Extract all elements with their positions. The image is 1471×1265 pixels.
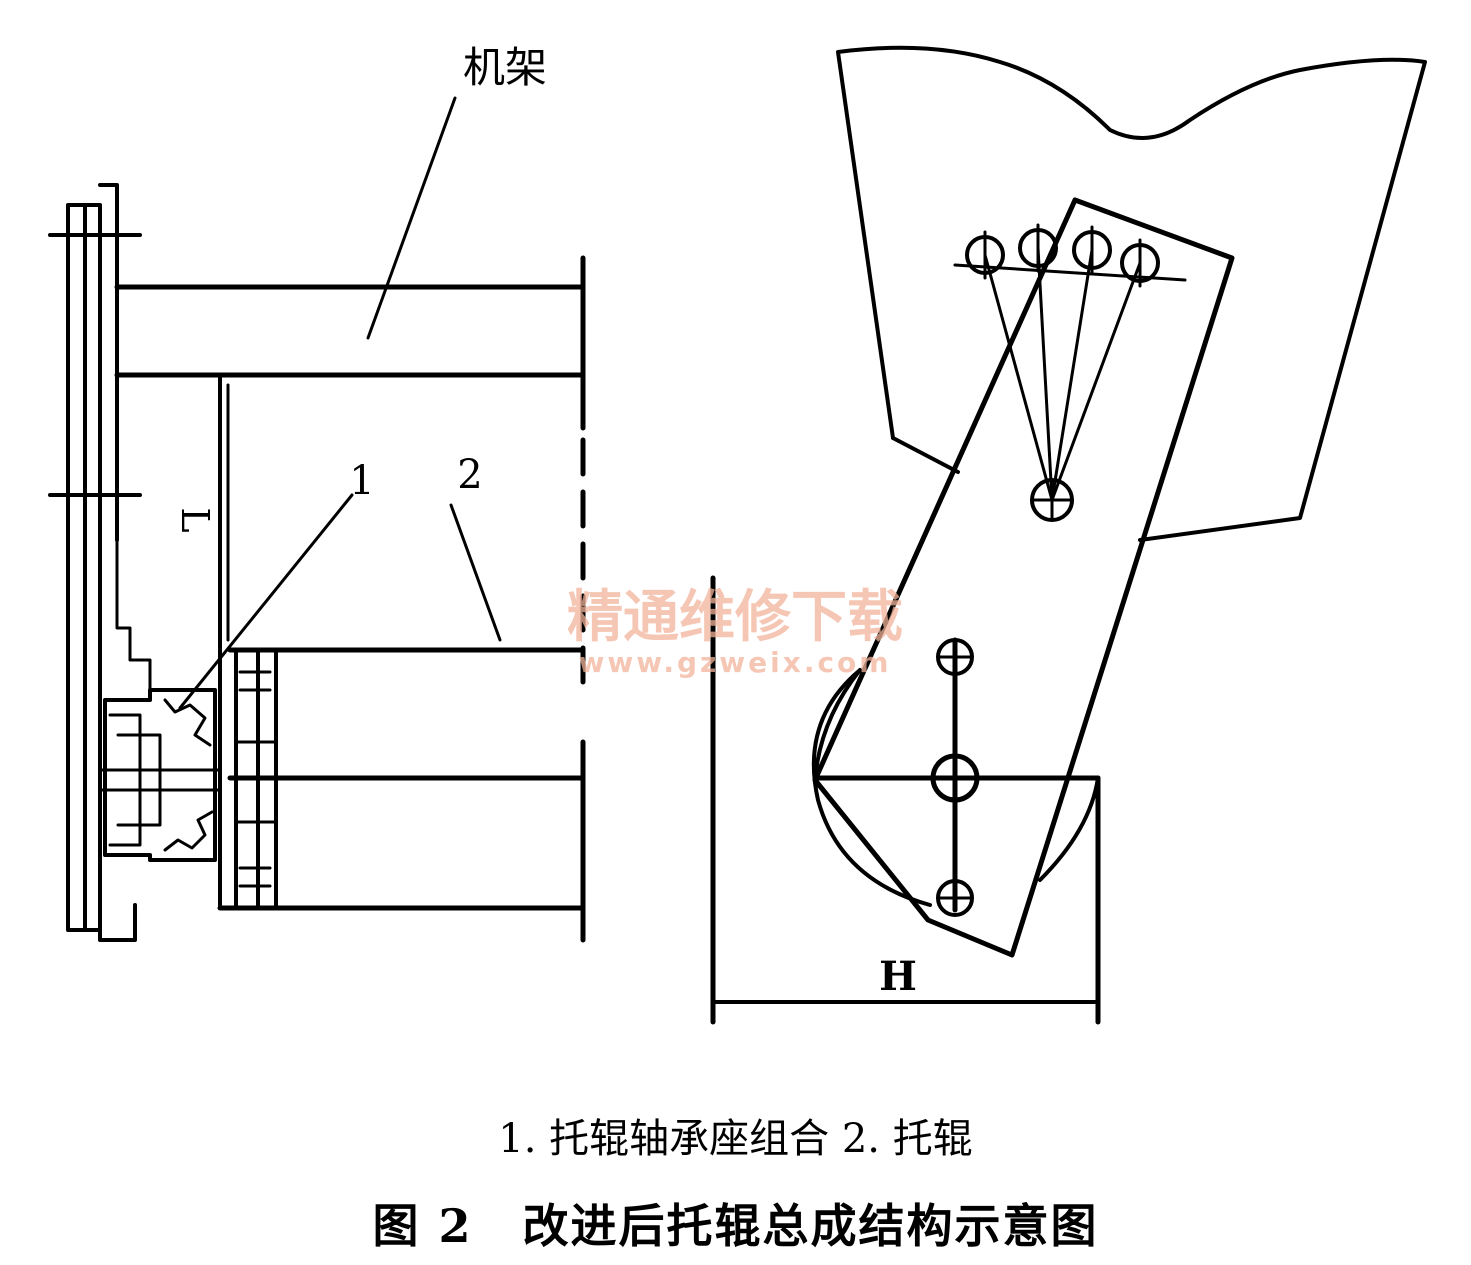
watermark-url: www.gzweix.com	[579, 646, 892, 679]
figure-title-text: 改进后托辊总成结构示意图	[522, 1199, 1099, 1253]
label-dim-L: L	[173, 507, 217, 532]
figure-number: 图 2	[372, 1199, 473, 1253]
roller-body	[217, 647, 586, 911]
leader-part2	[449, 503, 502, 642]
watermark: 精通维修下载 www.gzweix.com	[567, 585, 903, 679]
bracket	[218, 376, 230, 650]
right-end-view: H	[710, 45, 1427, 1025]
swing-arm	[812, 197, 1235, 958]
frame-beam	[114, 255, 586, 943]
label-part1: 1	[349, 458, 374, 504]
label-frame: 机架	[463, 43, 547, 92]
figure-title: 图 2 改进后托辊总成结构示意图	[0, 1190, 1471, 1256]
leader-part1	[178, 493, 354, 710]
bearing-housing	[98, 688, 222, 862]
dimension-H	[710, 575, 1101, 1025]
label-part2: 2	[457, 452, 482, 498]
leader-frame	[366, 96, 457, 340]
frame-plate	[836, 45, 1427, 542]
roller-outline	[811, 668, 932, 907]
roller-axle	[812, 637, 1101, 917]
leader-lines	[178, 96, 502, 710]
side-plate	[48, 183, 152, 942]
label-dim-H: H	[879, 953, 917, 1000]
figure-legend: 1. 托辊轴承座组合 2. 托辊	[498, 1116, 973, 1162]
left-side-view: 机架 1 2 L	[48, 43, 586, 943]
adjust-fan	[983, 246, 1142, 502]
watermark-text: 精通维修下载	[567, 585, 903, 650]
bolt-holes	[965, 223, 1160, 288]
